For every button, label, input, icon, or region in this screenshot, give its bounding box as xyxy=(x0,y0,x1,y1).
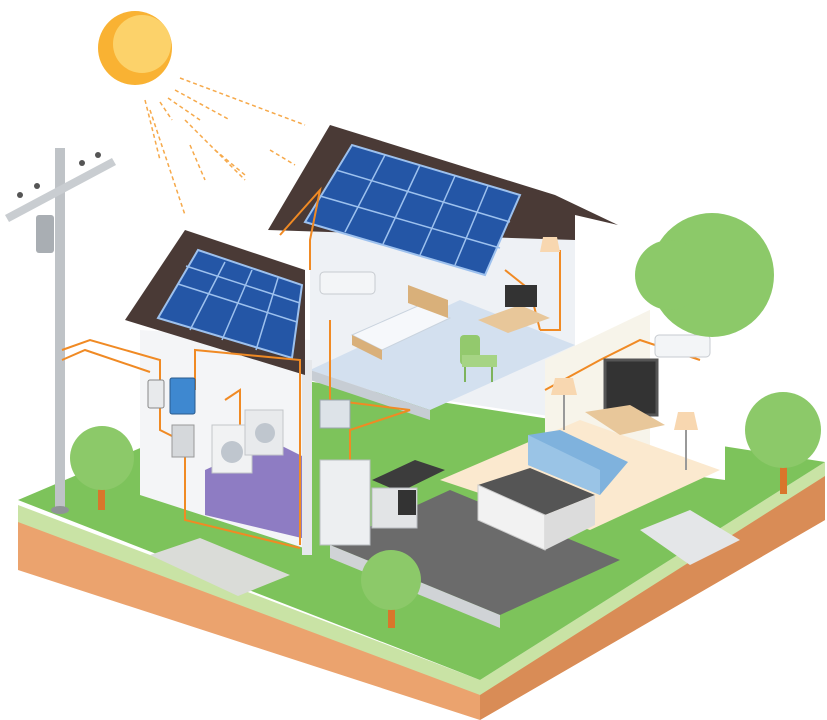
chair-icon xyxy=(460,335,497,382)
circuit-panel xyxy=(319,399,351,429)
utility-pole-icon xyxy=(5,148,116,514)
air-conditioner-icon xyxy=(319,271,376,295)
tree-icon xyxy=(745,392,821,494)
stairs xyxy=(640,510,740,565)
sun-icon xyxy=(98,11,172,85)
roof-left xyxy=(125,230,305,375)
tree-icon xyxy=(361,550,421,628)
refrigerator-icon xyxy=(319,459,371,546)
inverter-icon xyxy=(169,377,196,415)
soil-side-right xyxy=(480,470,825,720)
tree-icon xyxy=(635,213,774,337)
desk-icon xyxy=(478,285,550,333)
grass-edge xyxy=(18,462,825,695)
walkway xyxy=(150,538,290,596)
floor-slab xyxy=(310,370,430,420)
meter-icon xyxy=(147,379,165,409)
air-conditioner-icon xyxy=(654,334,711,358)
roof-right xyxy=(268,125,618,277)
bed-icon xyxy=(350,285,452,360)
stove-icon xyxy=(371,460,445,529)
kitchen-island xyxy=(477,468,595,551)
lamp-icon xyxy=(551,378,577,430)
lamp-icon xyxy=(674,412,698,470)
lamp-icon xyxy=(540,237,560,252)
solar-panel-icon xyxy=(156,248,304,360)
battery-icon xyxy=(171,424,195,458)
tree-icon xyxy=(70,426,134,510)
sofa-icon xyxy=(528,430,628,495)
tv-stand xyxy=(585,405,665,435)
washing-machine-icon xyxy=(211,409,284,474)
sun-rays xyxy=(144,77,306,216)
